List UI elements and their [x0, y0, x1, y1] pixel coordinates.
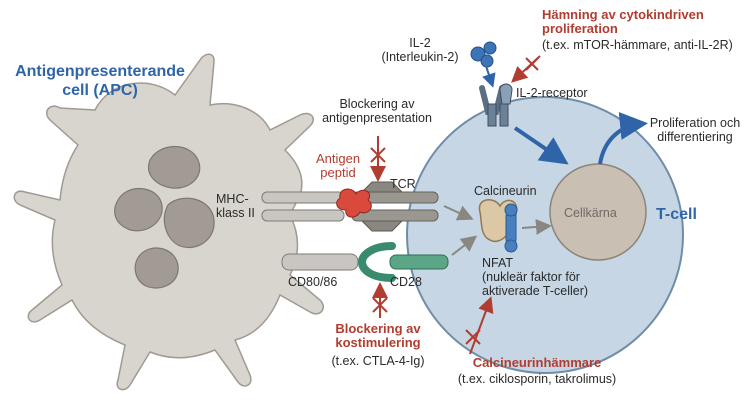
cytokine-inhibition-example: (t.ex. mTOR-hämmare, anti-IL-2R) — [542, 38, 733, 52]
calcineurin-inhibitors-example: (t.ex. ciklosporin, takrolimus) — [457, 372, 617, 386]
tcr-to-calcineurin-arrow — [443, 205, 474, 221]
il2-receptor-label: IL-2-receptor — [516, 86, 588, 100]
antigen-peptide-line2: peptid — [320, 165, 356, 180]
costim-block-marker — [372, 282, 388, 318]
nfat-label: NFAT (nukleär faktor för aktiverade T-ce… — [482, 256, 588, 298]
costim-block-title: Blockering av kostimulering — [322, 322, 434, 350]
apc-label-line2: cell (APC) — [62, 82, 138, 99]
cd28-label: CD28 — [390, 275, 422, 289]
antigen-block-line2: antigenpresentation — [322, 111, 432, 125]
antigen-peptide-label: Antigen peptid — [308, 152, 368, 180]
cytokine-inhibition-line1: Hämning av cytokindriven — [542, 7, 704, 22]
mhc-class-ii — [261, 191, 345, 222]
cytokine-inhibition-title: Hämning av cytokindriven proliferation — [542, 8, 704, 36]
cytokine-inhibition-line2: proliferation — [542, 21, 618, 36]
il2-binding-arrow — [482, 65, 496, 88]
il2-label-line1: IL-2 — [409, 36, 431, 50]
nfat-label-line3: aktiverade T-celler) — [482, 284, 589, 298]
il2-receptor-shape — [479, 83, 513, 127]
calcineurin-label: Calcineurin — [474, 184, 537, 198]
apc-label: Antigenpresenterande cell (APC) — [10, 62, 190, 100]
il2-ligand — [470, 41, 497, 68]
calcineurin-inhibitors-title: Calcineurinhämmare — [472, 355, 602, 370]
mhc-label-line1: MHC- — [216, 192, 249, 206]
cd28-to-calcineurin-arrow — [451, 235, 478, 256]
cd80-label: CD80/86 — [288, 275, 338, 289]
tcr-label: TCR — [390, 177, 416, 191]
nfat-label-line1: NFAT — [482, 256, 514, 270]
il2-label-line2: (Interleukin-2) — [381, 50, 459, 64]
proliferation-arrow — [598, 112, 648, 165]
costim-block-example: (t.ex. CTLA-4-Ig) — [331, 354, 425, 368]
proliferation-line2: differentiering — [657, 130, 733, 144]
antigen-peptide-shape — [336, 188, 372, 218]
proliferation-label: Proliferation och differentiering — [642, 116, 748, 144]
nfat-shape — [504, 203, 518, 253]
proliferation-line1: Proliferation och — [649, 116, 741, 130]
tcell-nucleus — [549, 163, 647, 261]
apc-nucleus — [114, 146, 215, 289]
antigen-block-label: Blockering av antigenpresentation — [312, 97, 442, 125]
cytokine-block-marker — [511, 55, 541, 83]
cd28-molecule — [357, 242, 449, 282]
il2-signal-arrow — [513, 126, 569, 165]
nucleus-label: Cellkärna — [564, 206, 617, 220]
costim-block-line2: kostimulering — [335, 335, 421, 350]
antigen-block-line1: Blockering av — [339, 97, 415, 111]
antigen-block-marker — [370, 136, 386, 182]
il2-label: IL-2 (Interleukin-2) — [380, 36, 460, 64]
nfat-label-line2: (nukleär faktor för — [482, 270, 580, 284]
nfat-to-nucleus-arrow — [521, 218, 552, 235]
costim-block-line1: Blockering av — [335, 321, 421, 336]
antigen-peptide-line1: Antigen — [315, 151, 361, 166]
mhc-label: MHC- klass II — [216, 192, 255, 220]
tcell-label: T-cell — [656, 206, 697, 223]
cd80-86-molecule — [281, 253, 359, 271]
mhc-label-line2: klass II — [216, 206, 255, 220]
apc-label-line1: Antigenpresenterande — [15, 63, 185, 80]
calcineurin-block-marker — [465, 296, 494, 355]
